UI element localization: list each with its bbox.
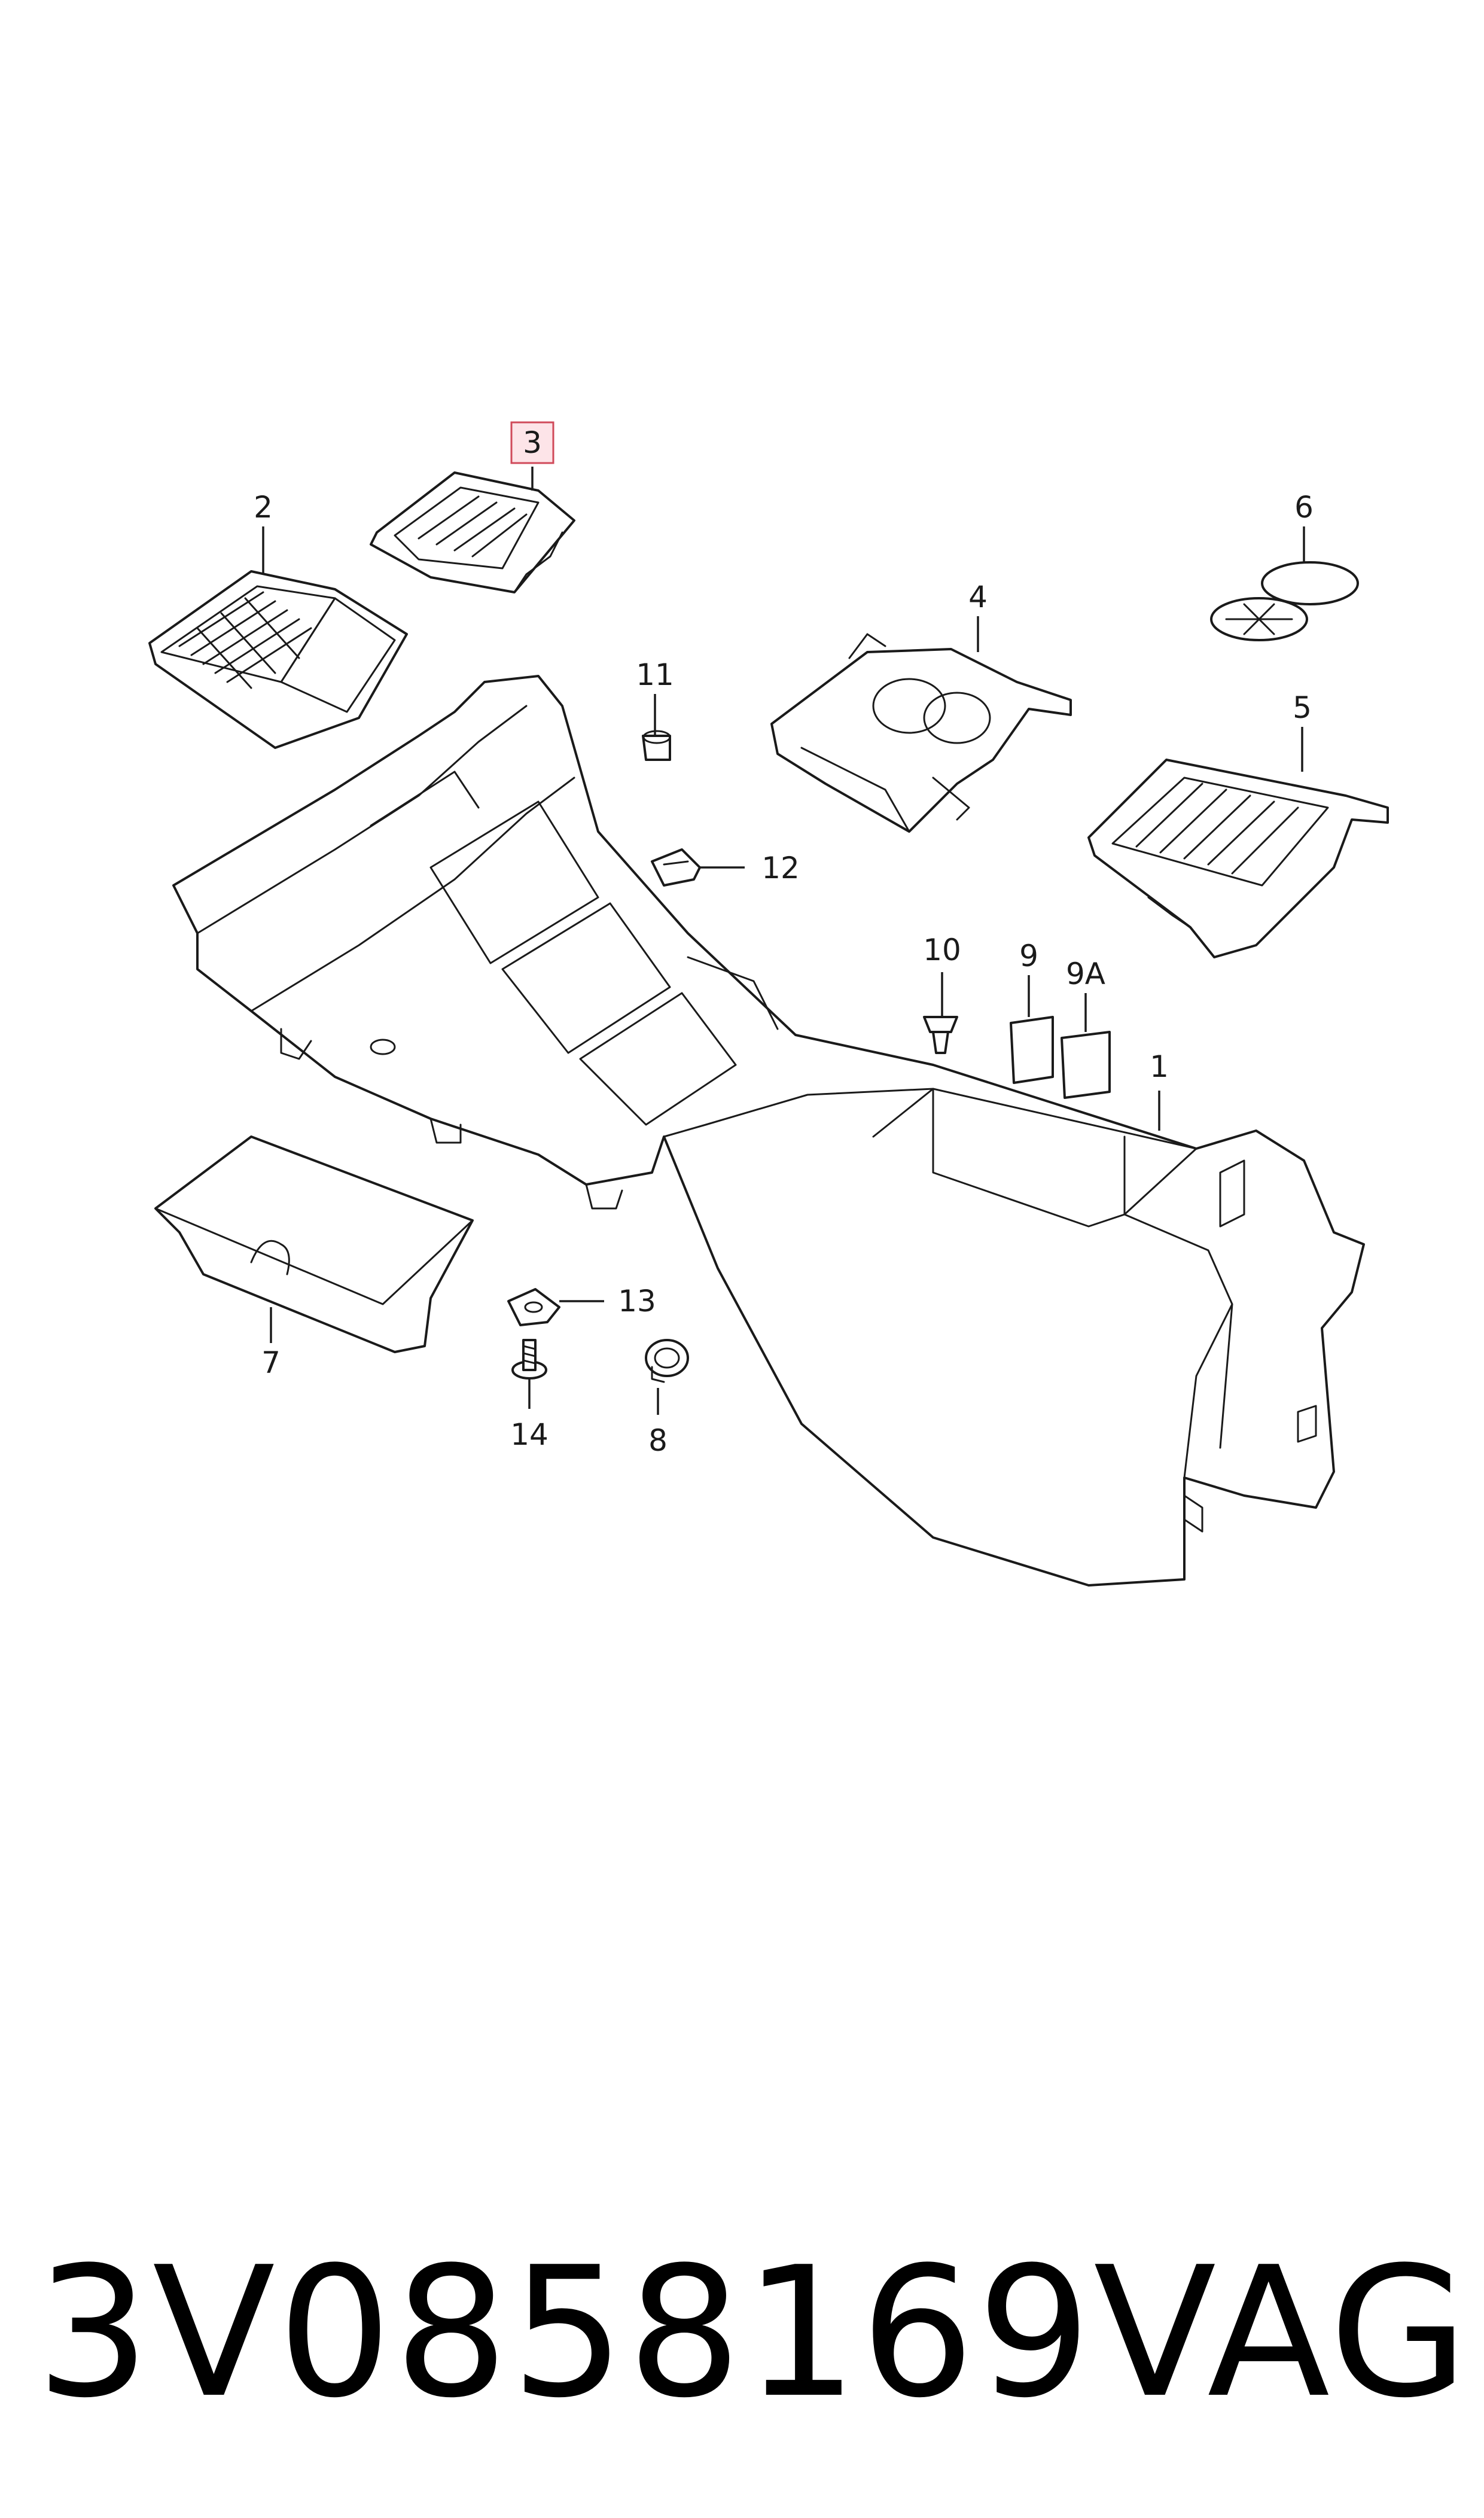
- callout-1: 1: [1150, 1049, 1169, 1131]
- svg-text:9A: 9A: [1066, 957, 1105, 991]
- callout-9: 9: [1019, 939, 1038, 1017]
- part-3-tray-insert[interactable]: [370, 471, 575, 593]
- svg-text:11: 11: [636, 657, 674, 692]
- callout-12: 12: [700, 851, 800, 885]
- callout-2: 2: [254, 490, 273, 574]
- part-3-perforation-pattern: [418, 495, 528, 558]
- part-11-bushing[interactable]: [642, 730, 671, 761]
- part-8-grommet[interactable]: [645, 1339, 689, 1383]
- part-1-center-console[interactable]: [172, 675, 1365, 1587]
- part-7-lower-bin[interactable]: [154, 1135, 474, 1353]
- part-14-screw[interactable]: [511, 1339, 547, 1380]
- callout-3-highlight-box: [510, 421, 554, 464]
- svg-text:8: 8: [648, 1423, 668, 1458]
- part-10-push-clip[interactable]: [923, 1016, 958, 1054]
- svg-text:3: 3: [523, 425, 542, 460]
- callout-4: 4: [968, 580, 988, 652]
- callout-13: 13: [559, 1284, 656, 1319]
- svg-text:13: 13: [618, 1284, 656, 1319]
- part-6-rubber-mats[interactable]: [1210, 561, 1359, 641]
- callout-7: 7: [261, 1307, 281, 1380]
- callout-9a: 9A: [1066, 957, 1105, 1032]
- part-13-speed-nut[interactable]: [507, 1288, 560, 1326]
- svg-text:4: 4: [968, 580, 988, 614]
- callout-8: 8: [648, 1388, 668, 1458]
- svg-text:14: 14: [510, 1417, 548, 1452]
- svg-text:6: 6: [1294, 490, 1314, 525]
- part-4-cup-holder[interactable]: [770, 633, 1072, 833]
- part-5-rib-pattern: [1135, 783, 1299, 875]
- svg-text:12: 12: [761, 851, 800, 885]
- callout-10: 10: [923, 933, 961, 1017]
- svg-text:1: 1: [1150, 1049, 1169, 1084]
- callout-6: 6: [1294, 490, 1314, 562]
- svg-text:5: 5: [1293, 690, 1312, 725]
- part-9-pad[interactable]: [1010, 1016, 1054, 1084]
- callout-5: 5: [1293, 690, 1312, 772]
- exploded-parts-diagram: 1 2 3 4 5 6 7 8 9 9A 10 11: [148, 421, 1389, 1587]
- svg-text:9: 9: [1019, 939, 1038, 973]
- part-12-clip-nut[interactable]: [651, 848, 701, 887]
- part-5-storage-compartment[interactable]: [1087, 759, 1389, 958]
- svg-text:10: 10: [923, 933, 961, 967]
- footer: 3V0858169 VAG: [36, 2213, 1468, 2453]
- svg-text:7: 7: [261, 1345, 281, 1380]
- svg-text:2: 2: [254, 490, 273, 525]
- brand-name: VAG: [1093, 2228, 1471, 2437]
- part-2-grid-pattern: [178, 591, 312, 689]
- part-9a-pad[interactable]: [1061, 1031, 1111, 1099]
- callout-11: 11: [636, 657, 674, 736]
- part-number: 3V0858169: [36, 2228, 1094, 2437]
- callout-14: 14: [510, 1379, 548, 1452]
- callout-3: 3: [510, 421, 554, 491]
- part-2-front-tray[interactable]: [148, 570, 408, 749]
